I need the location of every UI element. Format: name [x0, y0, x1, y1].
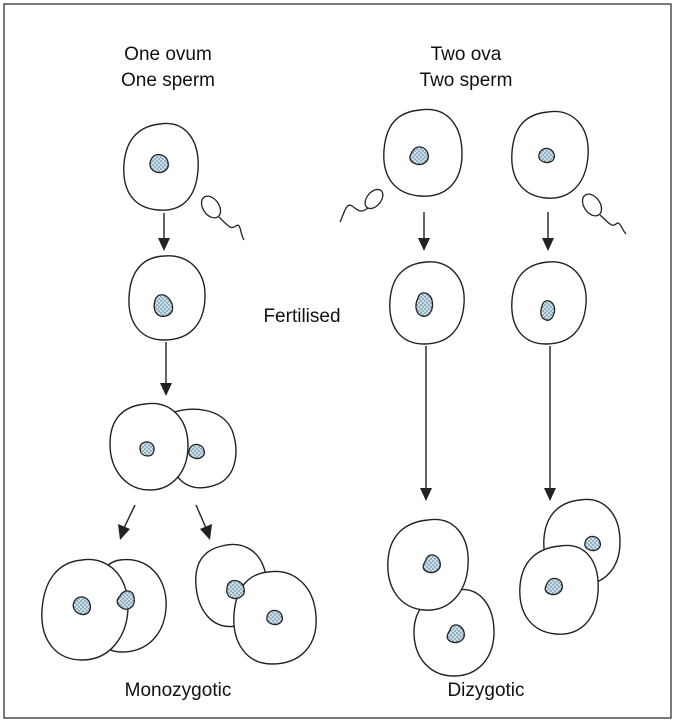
twin-pair-right-a	[387, 518, 495, 677]
ovum-right-a	[383, 108, 463, 197]
zygote-right-b	[511, 261, 587, 345]
arrow-right-b1	[542, 212, 554, 251]
sperm-right-a	[339, 188, 384, 223]
arrow-left-2	[160, 342, 172, 396]
heading-left-line1: One ovum	[124, 44, 212, 65]
arrow-right-b2	[544, 346, 556, 501]
arrow-left-3a	[118, 504, 136, 540]
arrow-right-a2	[420, 346, 432, 501]
arrow-left-1	[158, 213, 170, 251]
heading-left-line2: One sperm	[121, 70, 215, 91]
heading-right-line1: Two ova	[431, 44, 502, 65]
label-dizygotic: Dizygotic	[447, 680, 524, 701]
label-monozygotic: Monozygotic	[125, 680, 232, 701]
ovum-single	[123, 122, 199, 211]
sperm-left	[200, 195, 245, 241]
zygote-left	[128, 255, 206, 341]
ovum-right-b	[511, 110, 589, 199]
zygote-right-a	[389, 261, 465, 345]
twin-pair-left-b	[195, 543, 317, 665]
arrow-left-3b	[195, 504, 212, 540]
label-fertilised: Fertilised	[263, 306, 340, 327]
twin-pair-right-b	[519, 498, 621, 635]
twin-pair-left-a	[41, 558, 167, 661]
sperm-right-b	[581, 193, 627, 235]
outer-frame	[3, 3, 672, 719]
two-cell-left	[109, 402, 237, 491]
heading-right-line2: Two sperm	[420, 70, 513, 91]
arrow-right-a1	[418, 212, 430, 251]
